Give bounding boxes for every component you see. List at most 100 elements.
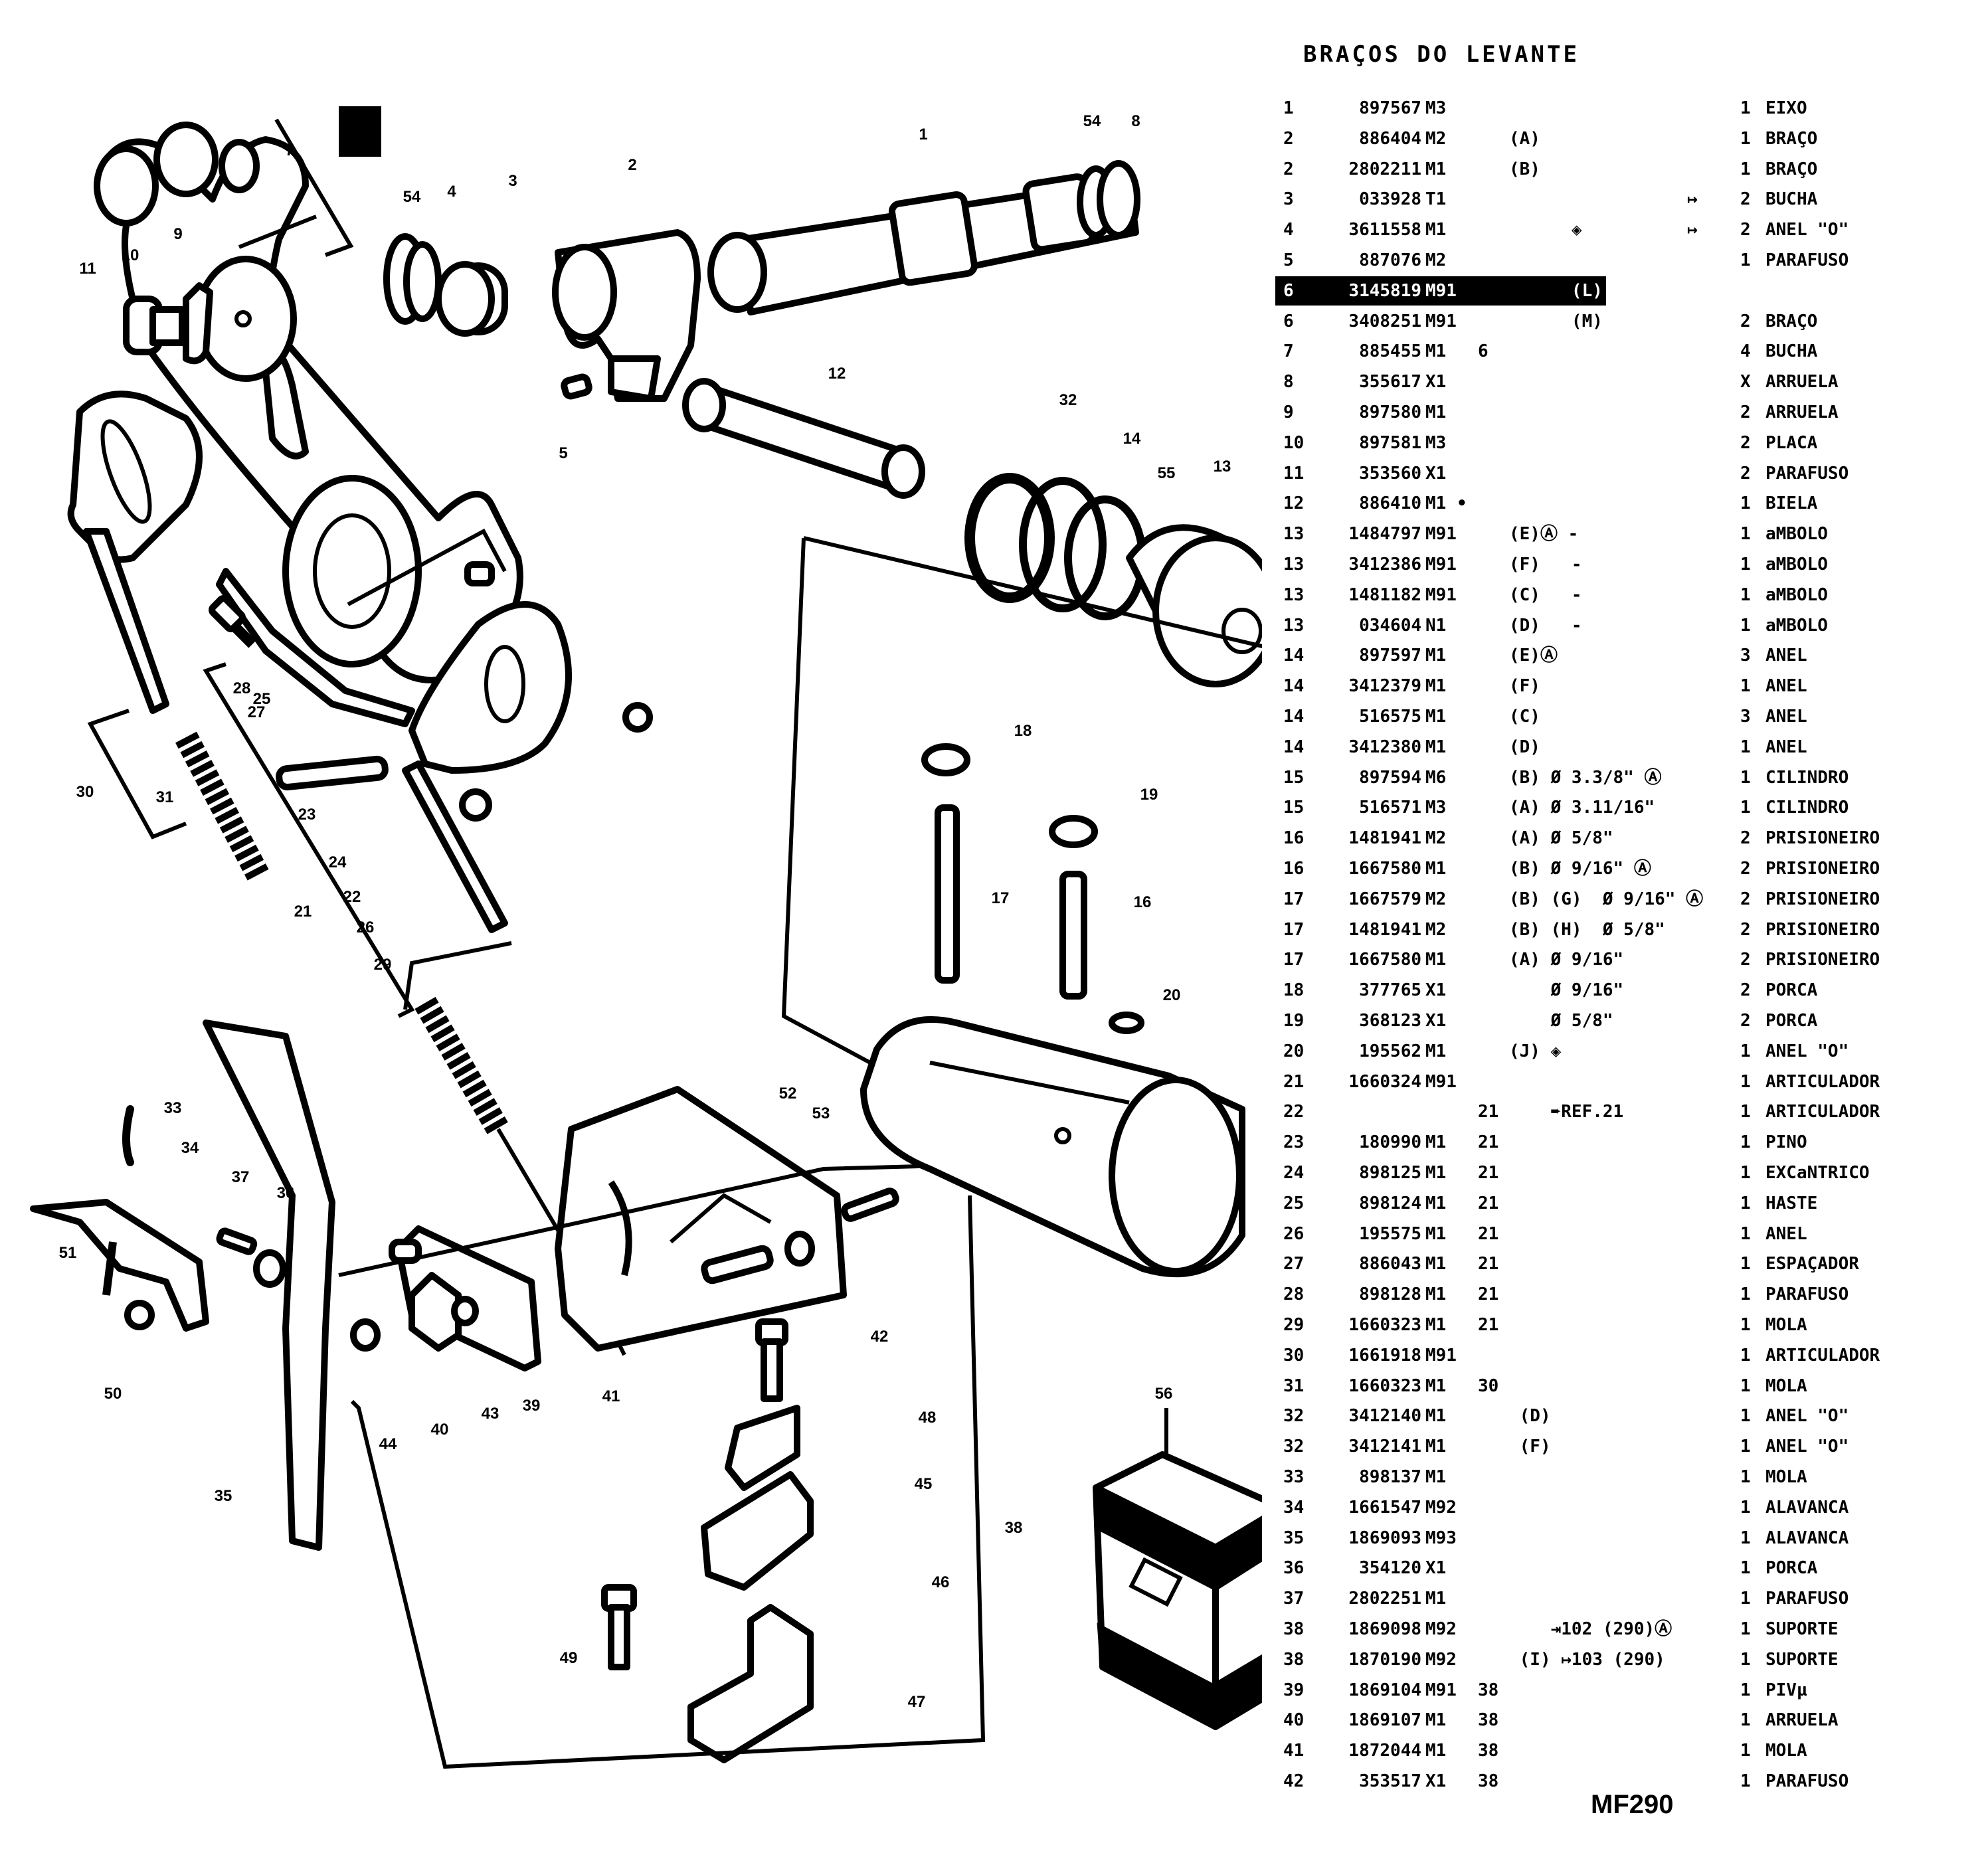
lever-part-35[interactable] xyxy=(203,1019,335,1551)
stud-part-16[interactable] xyxy=(1059,871,1087,1000)
eccentric-assembly-part-21[interactable] xyxy=(408,601,572,774)
control-lever-assembly-30[interactable] xyxy=(67,391,203,714)
bolt-part-49[interactable] xyxy=(601,1584,637,1670)
nut-part-18[interactable] xyxy=(921,743,970,776)
nut-part-44[interactable] xyxy=(350,1318,381,1352)
washer-part-43[interactable] xyxy=(451,1296,479,1326)
washer-part-40[interactable] xyxy=(408,1272,462,1352)
spring-part-29[interactable] xyxy=(414,996,509,1136)
setscrew-part-5[interactable] xyxy=(561,373,592,400)
block-part-47[interactable] xyxy=(687,1604,814,1763)
bolt-part-52[interactable] xyxy=(701,1245,774,1284)
cotter-pin-part-51[interactable] xyxy=(102,1241,117,1296)
ring-part-14[interactable] xyxy=(1019,477,1107,612)
bracket-part-45[interactable] xyxy=(725,1405,800,1491)
clamp-part-46[interactable] xyxy=(701,1471,814,1591)
spring-part-33[interactable] xyxy=(122,1105,134,1166)
bushing-part-3[interactable] xyxy=(435,261,508,337)
cylinder-part-15[interactable] xyxy=(860,1016,1245,1278)
bushing-part-7[interactable] xyxy=(219,139,260,193)
piston-part-13[interactable] xyxy=(1126,524,1262,687)
arm-part-2[interactable] xyxy=(552,229,701,402)
pin-part-23[interactable] xyxy=(276,755,389,791)
screw-part-28[interactable] xyxy=(209,595,256,648)
spring-part-31[interactable] xyxy=(175,731,270,883)
ring-part-26[interactable] xyxy=(622,702,653,733)
bolt-part-11[interactable] xyxy=(123,296,185,355)
shaft-part-1[interactable] xyxy=(707,173,1139,315)
plate-part-10[interactable] xyxy=(183,282,213,365)
bolt-part-48[interactable] xyxy=(755,1318,788,1402)
bolt-part-42[interactable] xyxy=(841,1188,899,1222)
eccentric-part-24[interactable] xyxy=(459,788,492,822)
kit-box-part-56[interactable] xyxy=(1093,1451,1262,1730)
washer-part-53[interactable] xyxy=(784,1231,815,1267)
washer-part-50[interactable] xyxy=(124,1300,155,1330)
nut-part-19[interactable] xyxy=(1049,815,1098,848)
nut-part-36[interactable] xyxy=(253,1249,286,1288)
screw-part-37[interactable] xyxy=(216,1227,258,1255)
stud-part-17[interactable] xyxy=(935,804,960,984)
connecting-rod-part-12[interactable] xyxy=(682,378,925,499)
oring-part-32[interactable] xyxy=(964,473,1055,603)
oring-part-4[interactable] xyxy=(403,241,442,322)
rod-part-22[interactable] xyxy=(402,760,508,933)
lever-part-34[interactable] xyxy=(30,1199,209,1332)
oring-part-20[interactable] xyxy=(1109,1012,1144,1034)
washer-part-8[interactable] xyxy=(1097,160,1140,238)
